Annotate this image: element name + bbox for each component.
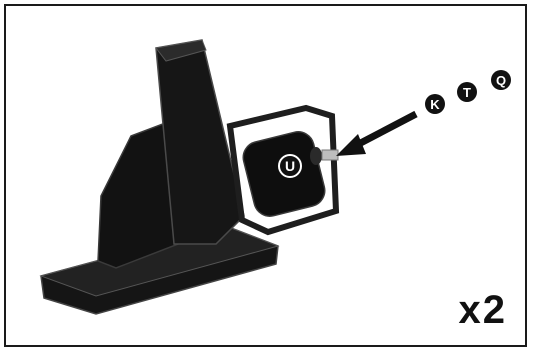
quantity-label: x2: [459, 288, 508, 333]
hardware-label-badge-t: T: [457, 82, 477, 102]
assembly-diagram: U K T Q: [6, 6, 529, 349]
hardware-label-t: T: [463, 85, 471, 100]
axle-bolt: [322, 150, 338, 160]
hardware-label-badge-q: Q: [491, 70, 511, 90]
hardware-label-k: K: [430, 97, 440, 112]
hardware-label-badge-k: K: [425, 94, 445, 114]
hardware-label-q: Q: [496, 73, 506, 88]
arrow-indicator: [336, 114, 416, 156]
figure-frame: U K T Q x2: [4, 4, 527, 347]
roller-label-badge: U: [279, 155, 301, 177]
roller-label: U: [285, 158, 295, 174]
